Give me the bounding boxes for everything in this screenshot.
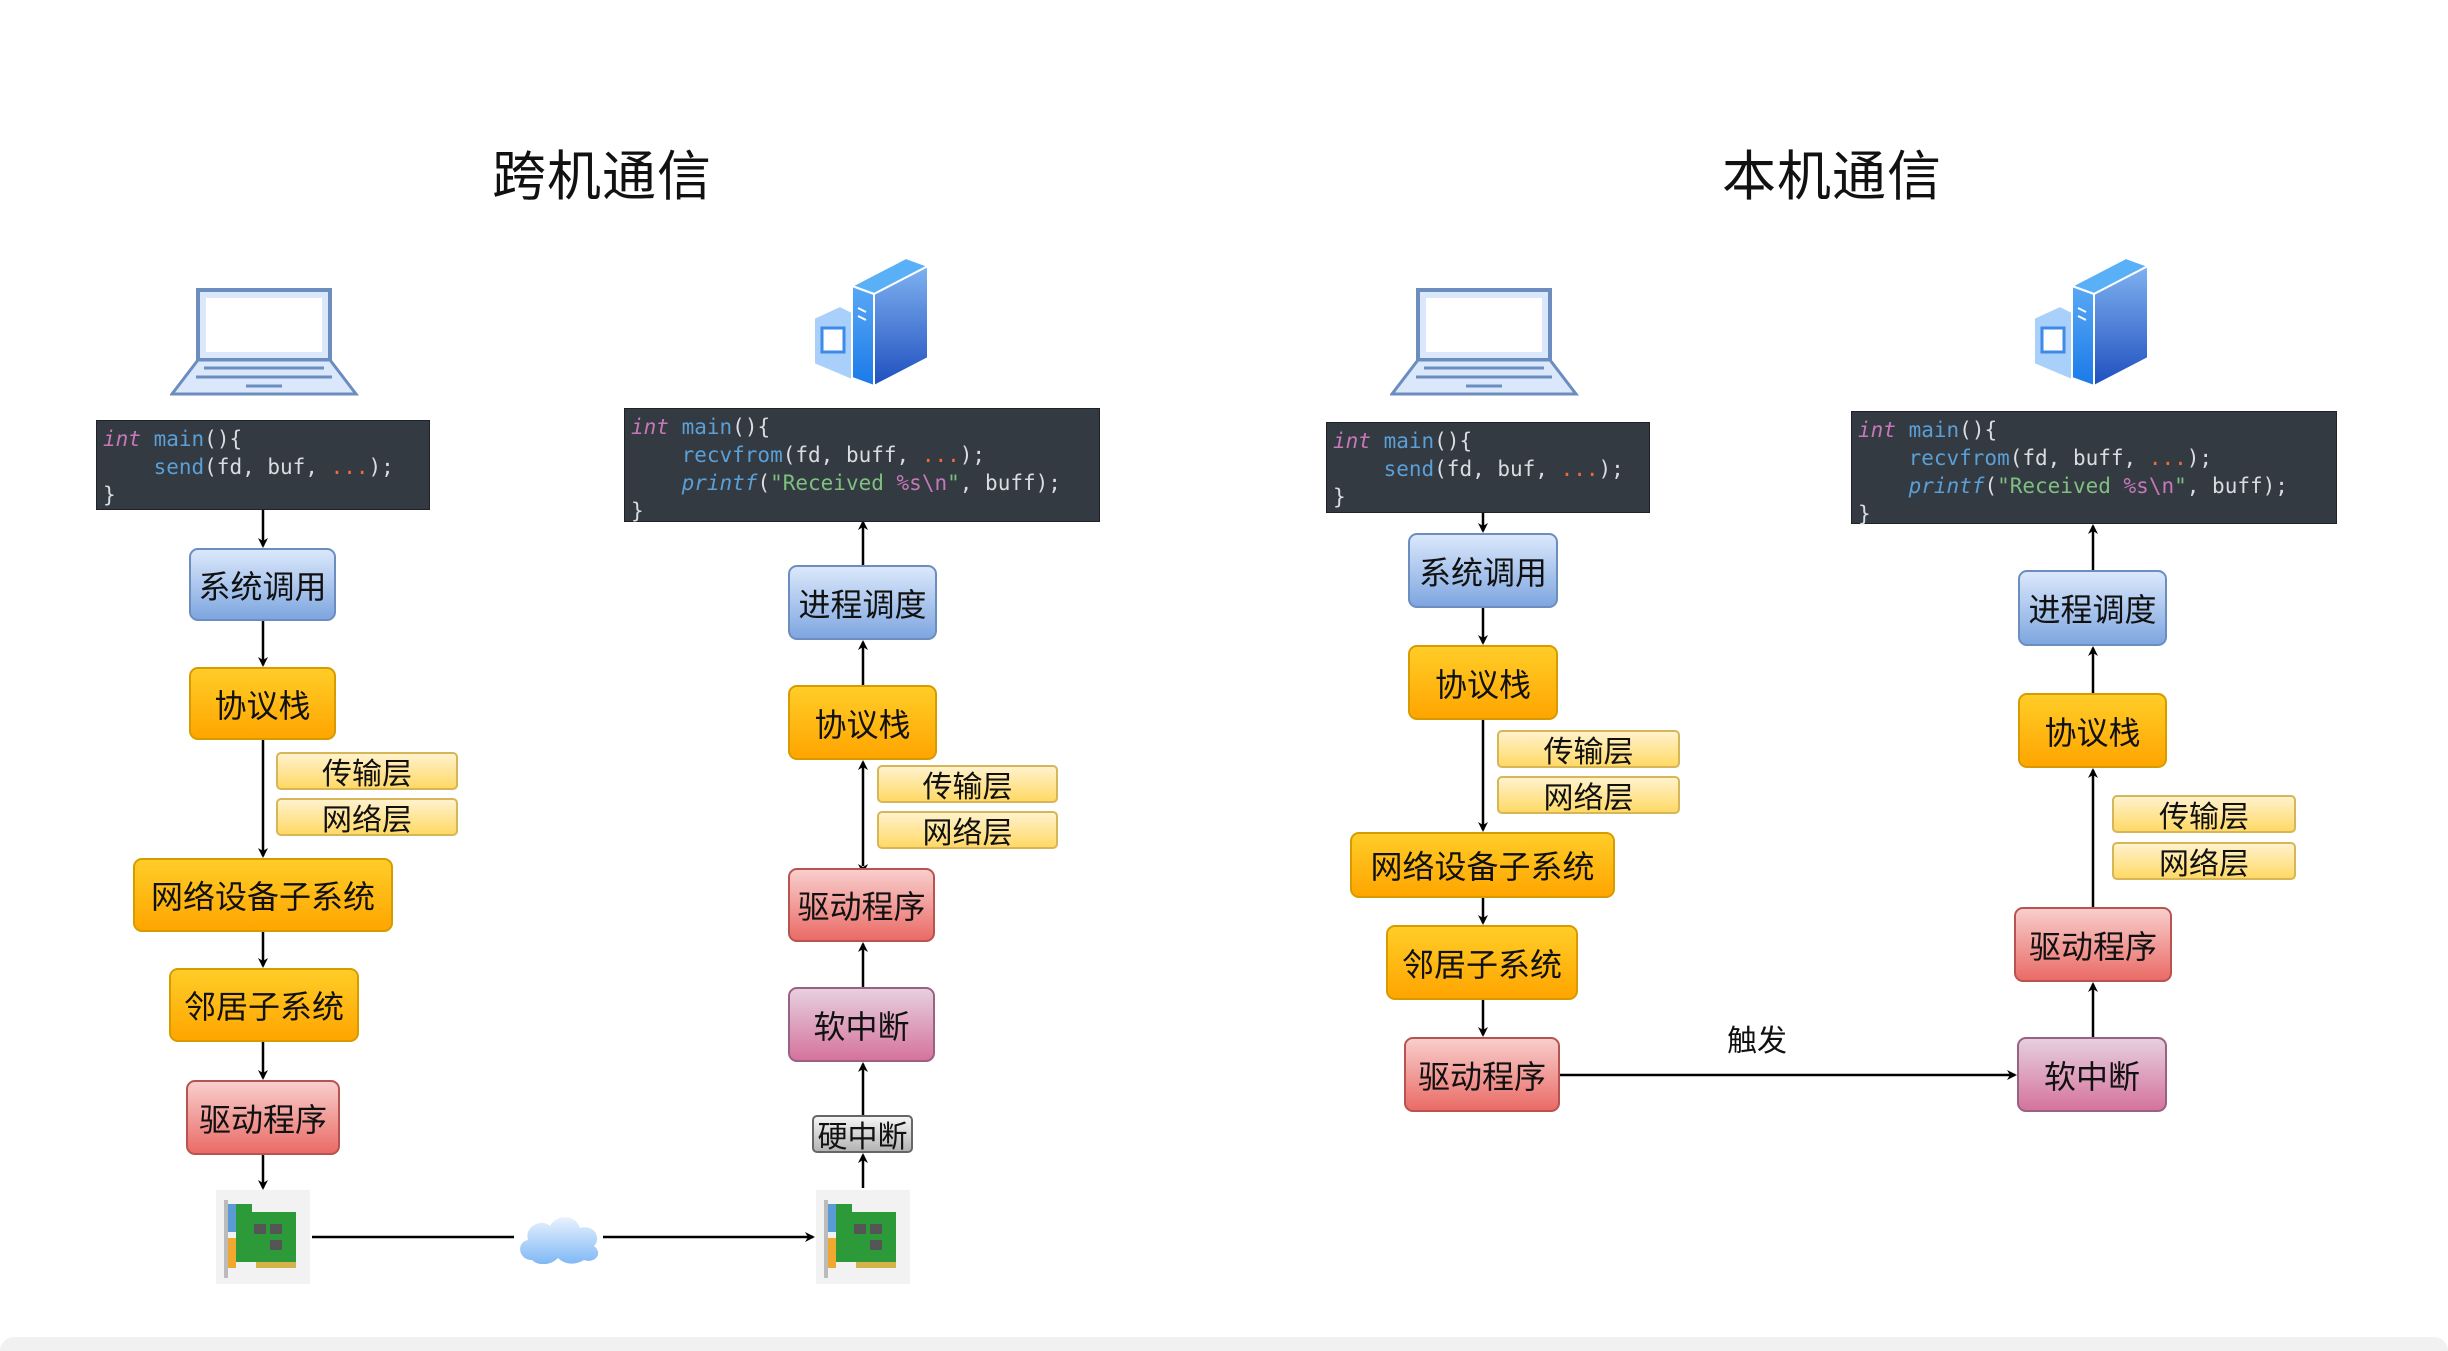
code-function: main: [153, 427, 205, 451]
code-text: (fd, buf,: [204, 455, 331, 479]
code-function: printf: [1908, 474, 1985, 498]
code-text: (: [1984, 474, 1998, 498]
code-ellipsis: ...: [330, 455, 369, 479]
transport-layer-box: 传输层: [877, 765, 1058, 805]
code-keyword: int: [631, 415, 669, 439]
transport-layer-box-local: 传输层: [1497, 730, 1680, 770]
code-keyword: int: [1858, 418, 1896, 442]
code-string: "Received: [770, 471, 897, 495]
network-layer-box-local: 网络层: [2112, 842, 2296, 882]
network-layer-box: 网络层: [877, 811, 1058, 851]
soft-interrupt-box: 软中断: [788, 987, 935, 1062]
laptop-icon: [1390, 288, 1580, 396]
soft-interrupt-box-local: 软中断: [2017, 1037, 2167, 1112]
code-string: "Received: [1997, 474, 2124, 498]
driver-box-local: 驱动程序: [1404, 1037, 1560, 1112]
driver-box-local: 驱动程序: [2014, 907, 2172, 982]
code-text: (){: [204, 427, 243, 451]
laptop-icon: [170, 288, 360, 396]
cross-machine-title: 跨机通信: [492, 145, 712, 208]
code-text: (: [757, 471, 771, 495]
protocol-stack-box-local: 协议栈: [2018, 693, 2167, 768]
protocol-stack-box: 协议栈: [189, 667, 336, 740]
code-text: , buff);: [959, 471, 1061, 495]
local-machine-title: 本机通信: [1722, 145, 1942, 208]
server-icon: [2033, 256, 2151, 388]
recv-code-block: int main(){ recvfrom(fd, buff, ...); pri…: [624, 408, 1100, 523]
neighbor-subsystem-box-local: 邻居子系统: [1386, 925, 1578, 1000]
transport-layer-box-local: 传输层: [2112, 795, 2296, 835]
send-code-block: int main(){ send(fd, buf, ...); }: [96, 420, 430, 510]
transport-layer-box: 传输层: [276, 752, 458, 792]
code-text: (fd, buff,: [2009, 446, 2149, 470]
cloud-icon: [520, 1217, 599, 1264]
code-text: , buff);: [2186, 474, 2288, 498]
code-function: send: [1383, 457, 1435, 481]
code-text: (){: [732, 415, 771, 439]
network-card-icon: [816, 1190, 910, 1284]
code-text: );: [1598, 457, 1624, 481]
send-code-block-local: int main(){ send(fd, buf, ...); }: [1326, 422, 1650, 513]
code-function: printf: [681, 471, 758, 495]
slide-frame-edge: [0, 1337, 2448, 1351]
code-text: );: [368, 455, 394, 479]
code-ellipsis: ...: [1560, 457, 1599, 481]
trigger-label: 触发: [1727, 1024, 1787, 1059]
code-text: (){: [1434, 429, 1473, 453]
code-ellipsis: ...: [921, 443, 960, 467]
network-layer-box: 网络层: [276, 798, 458, 838]
neighbor-subsystem-box: 邻居子系统: [169, 968, 359, 1042]
code-text: }: [631, 499, 644, 523]
syscall-box-local: 系统调用: [1408, 533, 1558, 608]
syscall-box: 系统调用: [189, 548, 336, 621]
code-text: (fd, buf,: [1434, 457, 1561, 481]
net-device-subsystem-box: 网络设备子系统: [133, 858, 393, 932]
driver-box: 驱动程序: [186, 1080, 340, 1155]
code-text: (){: [1959, 418, 1998, 442]
code-function: main: [1908, 418, 1960, 442]
code-keyword: int: [103, 427, 141, 451]
code-text: );: [959, 443, 986, 467]
net-device-subsystem-box-local: 网络设备子系统: [1350, 832, 1615, 898]
code-function: recvfrom: [681, 443, 783, 467]
driver-box: 驱动程序: [788, 868, 935, 942]
code-text: }: [1858, 502, 1871, 526]
process-scheduling-box-local: 进程调度: [2018, 570, 2167, 646]
protocol-stack-box-local: 协议栈: [1408, 645, 1558, 720]
network-layer-box-local: 网络层: [1497, 776, 1680, 816]
code-function: main: [681, 415, 733, 439]
code-text: );: [2186, 446, 2213, 470]
code-format: %s\n: [2123, 474, 2175, 498]
code-string: ": [947, 471, 960, 495]
hard-interrupt-box: 硬中断: [812, 1115, 913, 1155]
code-text: (fd, buff,: [782, 443, 922, 467]
code-ellipsis: ...: [2148, 446, 2187, 470]
process-scheduling-box: 进程调度: [788, 565, 937, 640]
protocol-stack-box: 协议栈: [788, 685, 937, 760]
code-format: %s\n: [896, 471, 948, 495]
code-keyword: int: [1333, 429, 1371, 453]
code-function: recvfrom: [1908, 446, 2010, 470]
server-icon: [813, 256, 931, 388]
code-text: }: [103, 483, 116, 507]
network-card-icon: [216, 1190, 310, 1284]
code-function: send: [153, 455, 205, 479]
recv-code-block-local: int main(){ recvfrom(fd, buff, ...); pri…: [1851, 411, 2337, 526]
code-function: main: [1383, 429, 1435, 453]
code-string: ": [2174, 474, 2187, 498]
code-text: }: [1333, 485, 1346, 509]
